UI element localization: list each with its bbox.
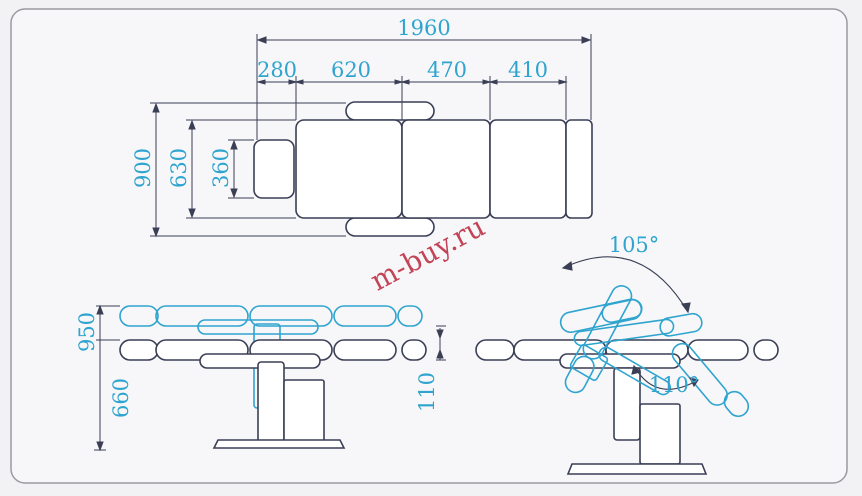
label-lift-travel: 110 [415,372,439,412]
angle-view-arcs [561,256,699,390]
top-back-cushion [295,119,403,219]
angle-view-tilted-legs [569,342,750,418]
top-armrest-upper [345,101,435,121]
label-width-total: 900 [131,148,155,188]
label-leg-angle: 110° [649,373,700,397]
label-height-max: 950 [75,312,99,352]
angle-view-tilted-back [559,285,703,394]
label-segment-head: 280 [257,58,297,82]
label-segment-back: 620 [331,58,371,82]
label-back-angle: 105° [609,233,660,257]
top-legs-cushion [489,119,567,219]
top-armrest-lower [345,217,435,237]
side-view-labels: 950 660 110 [75,312,439,418]
label-segment-legs: 410 [508,58,548,82]
label-width-body: 630 [167,148,191,188]
label-height-min: 660 [109,378,133,418]
top-view [253,101,593,237]
side-view-dimensions [94,304,446,452]
angle-view-labels: 105° 110° [609,233,700,397]
top-view-labels: 1960 280 620 470 410 900 630 360 [131,16,548,188]
top-seat-cushion [401,119,491,219]
top-head-cushion [253,139,295,199]
angle-view-base [475,339,779,475]
top-foot-cushion [565,119,593,219]
label-total-length: 1960 [397,16,450,40]
label-width-head: 360 [209,148,233,188]
label-segment-seat: 470 [427,58,467,82]
top-view-dimensions [150,34,592,238]
side-view-lowered [119,339,427,449]
